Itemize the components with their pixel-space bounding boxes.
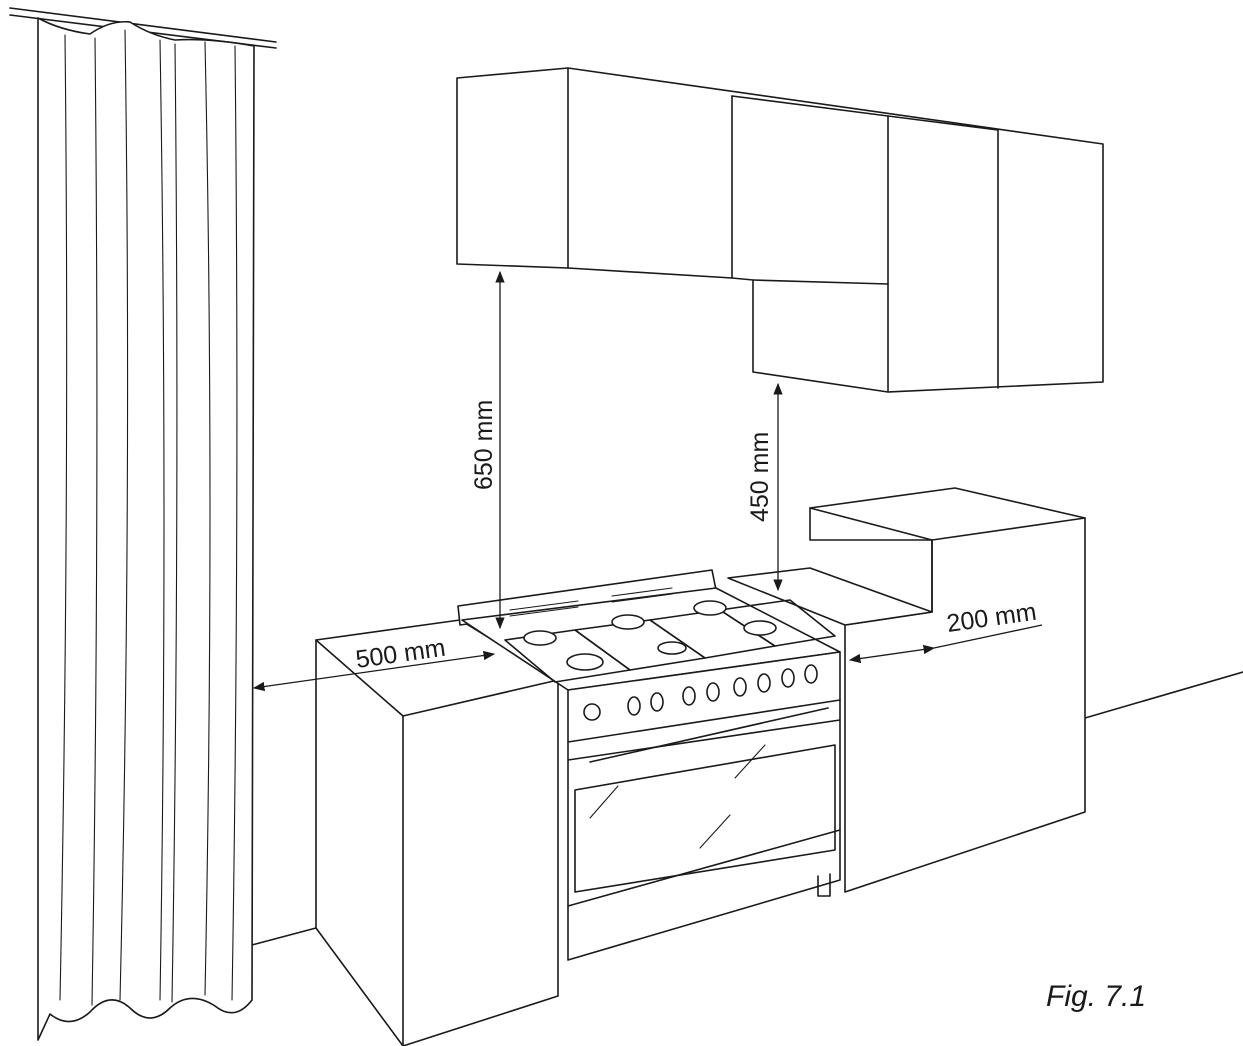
dimension-650: 650 mm bbox=[470, 270, 505, 630]
right-unit bbox=[809, 487, 1086, 893]
control-knob-icon bbox=[583, 664, 818, 721]
floor-lines bbox=[251, 671, 1243, 946]
vent-left bbox=[509, 600, 579, 617]
burner-icon bbox=[523, 600, 777, 671]
upper-cabinets bbox=[456, 67, 1104, 393]
cooker bbox=[457, 569, 841, 961]
left-cabinet bbox=[315, 619, 559, 1046]
dim-label-650: 650 mm bbox=[470, 400, 498, 490]
dim-label-450: 450 mm bbox=[746, 432, 774, 522]
figure-caption: Fig. 7.1 bbox=[1046, 980, 1146, 1013]
vent-right bbox=[611, 587, 673, 603]
curtain bbox=[37, 17, 255, 1041]
dimension-450: 450 mm bbox=[746, 382, 783, 592]
